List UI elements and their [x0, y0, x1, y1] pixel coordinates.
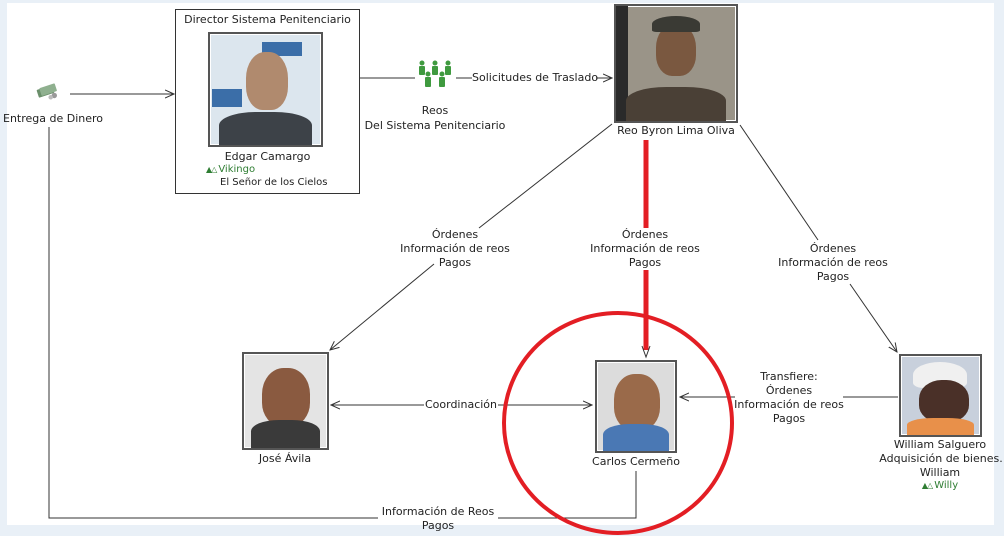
jose-name: José Ávila — [258, 452, 312, 465]
jose-photo — [242, 352, 329, 450]
edge-label-bottom: Información de Reos Pagos — [378, 505, 498, 533]
edge-label-byron-william: Órdenes Información de reos Pagos — [768, 242, 898, 284]
shirt — [250, 419, 321, 448]
director-alias-row: ▲△Vikingo — [206, 163, 255, 177]
alias-icon: ▲△ — [206, 165, 217, 174]
director-alias: Vikingo — [218, 164, 256, 175]
william-alias: Willy — [934, 480, 959, 491]
edge-label-line: Órdenes — [431, 228, 479, 241]
director-title: Director Sistema Penitenciario — [184, 13, 351, 26]
edge-label-solicitudes: Solicitudes de Traslado — [472, 71, 599, 84]
reos-label-1: Reos — [421, 104, 449, 117]
william-name: William Salguero — [893, 438, 987, 451]
group-people-icon — [419, 60, 451, 87]
jacket — [625, 86, 727, 121]
edge-label-line: Pagos — [772, 412, 806, 425]
suit — [218, 111, 313, 145]
william-alias-row: ▲△Willy — [870, 479, 1004, 493]
face — [656, 24, 696, 76]
william-photo — [899, 354, 982, 437]
face — [262, 368, 310, 426]
node-director[interactable]: Director Sistema Penitenciario Edgar Cam… — [175, 9, 360, 194]
face — [919, 380, 969, 422]
director-photo — [208, 32, 323, 147]
edge-label-byron-carlos: Órdenes Información de reos Pagos — [580, 228, 710, 270]
logo-banner — [212, 89, 242, 107]
edge-label-line: Pagos — [421, 519, 455, 532]
edge-label-line: Transfiere: — [760, 370, 818, 383]
money-icon — [36, 83, 57, 100]
edge-label-byron-jose: Órdenes Información de reos Pagos — [390, 228, 520, 270]
edge-label-line: Pagos — [816, 270, 850, 283]
face — [614, 374, 660, 430]
entrega-label: Entrega de Dinero — [3, 112, 104, 125]
byron-photo — [614, 4, 738, 123]
alias-icon: ▲△ — [921, 481, 933, 490]
carlos-name: Carlos Cermeño — [592, 455, 680, 468]
edge-label-line: Órdenes — [809, 242, 857, 255]
cap — [652, 16, 700, 32]
edge-label-line: Información de Reos — [381, 505, 495, 518]
edge-label-line: Órdenes — [765, 384, 813, 397]
william-role: Adquisición de bienes. — [879, 452, 1003, 465]
edge-label-line: Información de reos — [400, 242, 510, 255]
edge-label-line: Información de reos — [734, 398, 844, 411]
edge-label-line: Información de reos — [590, 242, 700, 255]
director-name: Edgar Camargo — [224, 150, 311, 163]
edge-label-line: Órdenes — [621, 228, 669, 241]
edge-label-william-carlos: Transfiere: Órdenes Información de reos … — [728, 370, 850, 426]
byron-name: Reo Byron Lima Oliva — [617, 124, 735, 137]
edge-label-line: Pagos — [438, 256, 472, 269]
william-nick: William — [919, 466, 961, 479]
edge-label-line: Información de reos — [778, 256, 888, 269]
shadow — [616, 6, 628, 121]
reos-label-2: Del Sistema Penitenciario — [364, 119, 506, 132]
edge-label-line: Pagos — [628, 256, 662, 269]
carlos-photo — [595, 360, 677, 453]
shirt — [603, 424, 669, 451]
director-alias2: El Señor de los Cielos — [220, 177, 328, 188]
edge-label-coordinacion: Coordinación — [424, 398, 498, 412]
vest — [907, 417, 974, 435]
face — [246, 52, 288, 110]
